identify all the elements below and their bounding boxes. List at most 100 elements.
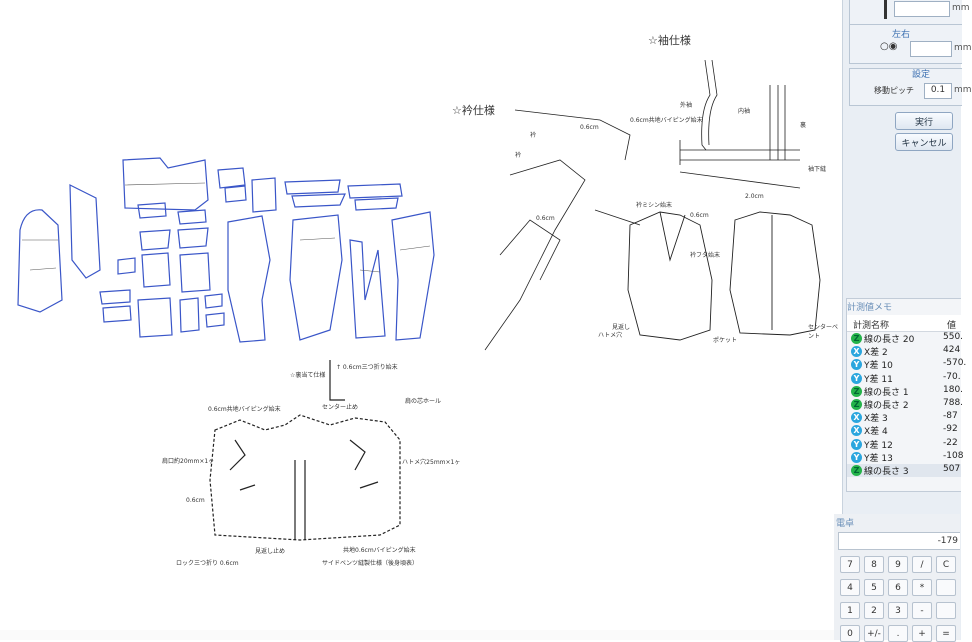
measurement-value: -108 [943, 450, 964, 461]
pattern-piece [117, 257, 136, 275]
pattern-piece [69, 184, 101, 279]
leftright-group: 左右 ○◉ mm [849, 24, 972, 64]
measure-type-icon: Z [851, 333, 862, 344]
calc-key[interactable]: * [912, 579, 932, 596]
side-vent-note: サイドベンツ縫製仕様（後身頃表） [322, 560, 419, 567]
pattern-drawing [17, 59, 821, 541]
jacket-note-5: ポケット [713, 337, 738, 344]
measure-type-icon: Y [851, 359, 862, 371]
measure-type-icon: X [851, 346, 862, 358]
leftright-label: 左右 [892, 30, 911, 40]
calc-key[interactable]: 1 [840, 602, 860, 619]
calc-key[interactable]: 8 [864, 556, 884, 573]
pattern-piece [141, 252, 171, 288]
pitch-input[interactable]: 0.1 [924, 83, 952, 99]
pattern-piece [179, 252, 211, 293]
calc-key[interactable]: 6 [888, 579, 908, 596]
calc-key[interactable]: 4 [840, 579, 860, 596]
calc-key[interactable] [936, 579, 956, 596]
jacket-note-4: ハトメ穴 [598, 332, 623, 339]
calc-key[interactable]: . [888, 625, 908, 642]
calc-key[interactable]: 3 [888, 602, 908, 619]
pattern-piece [99, 289, 131, 305]
stop-note: 見返し止め [255, 548, 286, 555]
pattern-piece [137, 202, 167, 219]
execute-button[interactable]: 実行 [895, 112, 953, 130]
pattern-piece [177, 209, 207, 225]
pattern-piece [122, 157, 209, 211]
seam-allowance: 2.0cm [745, 193, 764, 200]
measure-type-icon: X [851, 425, 862, 437]
calc-key[interactable]: - [912, 602, 932, 619]
calc-key[interactable]: +/- [864, 625, 884, 642]
stitch-1: 0.6cm [186, 497, 205, 504]
measurement-value: 550. [943, 332, 964, 342]
inner-label: 内袖 [738, 108, 751, 115]
jacket-note-3: 衿フタ始末 [690, 252, 721, 259]
lining-label: 裏 [800, 122, 807, 129]
hem-note: ↑ 0.6cm三つ折り始末 [336, 364, 398, 371]
calc-key[interactable]: + [912, 625, 932, 642]
pattern-piece [251, 177, 277, 213]
jacket-note-1: 衿ミシン始末 [636, 202, 673, 209]
updown-input[interactable] [894, 1, 950, 17]
measurement-value: -70. [943, 371, 961, 382]
pattern-piece [349, 239, 386, 339]
measurement-value: 424 [943, 345, 961, 356]
calc-key[interactable]: 9 [888, 556, 908, 573]
calc-key[interactable]: C [936, 556, 956, 573]
radio-leftright-icon[interactable]: ○◉ [880, 41, 898, 52]
leftright-input[interactable] [910, 41, 952, 57]
calc-key[interactable]: 7 [840, 556, 860, 573]
updown-unit: mm [952, 3, 970, 13]
collar-label: 衿 [530, 132, 537, 139]
cancel-button[interactable]: キャンセル [895, 133, 953, 151]
measurement-name: Y差 11 [864, 374, 893, 385]
calc-key[interactable]: = [936, 625, 956, 642]
measure-type-icon: Z [851, 465, 862, 476]
measurement-value: 507 [943, 464, 961, 474]
calc-key[interactable] [936, 602, 956, 619]
pitch-label: 移動ピッチ [874, 86, 914, 95]
measurement-name: X差 3 [864, 414, 888, 425]
calc-key[interactable]: 5 [864, 579, 884, 596]
pattern-piece [179, 297, 200, 333]
calc-key[interactable]: 0 [840, 625, 860, 642]
pattern-piece [289, 214, 343, 341]
pattern-piece [205, 312, 225, 328]
updown-group: mm [849, 0, 970, 26]
pattern-piece [17, 209, 63, 313]
measure-type-icon: Z [851, 385, 862, 397]
measure-type-icon: Z [851, 399, 862, 410]
collar-label2: 衿 [515, 152, 522, 159]
col-name-header: 計測名称 [853, 321, 890, 331]
pattern-piece [204, 293, 223, 309]
calc-key[interactable]: 2 [864, 602, 884, 619]
pattern-piece [227, 215, 271, 343]
measurement-value: -92 [943, 424, 958, 435]
pitch-unit: mm [954, 85, 972, 95]
canvas-bottom-strip [0, 630, 842, 640]
sleeve-spec-title: ☆袖仕様 [648, 34, 691, 47]
cuff-note: 0.6cm共地バイピング始末 [630, 117, 703, 124]
outer-label: 外袖 [680, 102, 693, 109]
measurement-value: 788. [943, 398, 964, 408]
measurement-name: Y差 10 [864, 361, 893, 372]
measure-type-icon: Y [851, 372, 862, 384]
pattern-canvas[interactable]: ☆袖仕様 ☆衿仕様 ☆裏当て仕様 ↑ 0.6cm三つ折り始末 0.6cm共地バイ… [0, 0, 842, 640]
calc-key[interactable]: / [912, 556, 932, 573]
piping-note: 0.6cm共地バイピング始末 [208, 406, 281, 413]
vent-label: 袖下縫 [808, 166, 827, 173]
pattern-piece [391, 211, 435, 341]
